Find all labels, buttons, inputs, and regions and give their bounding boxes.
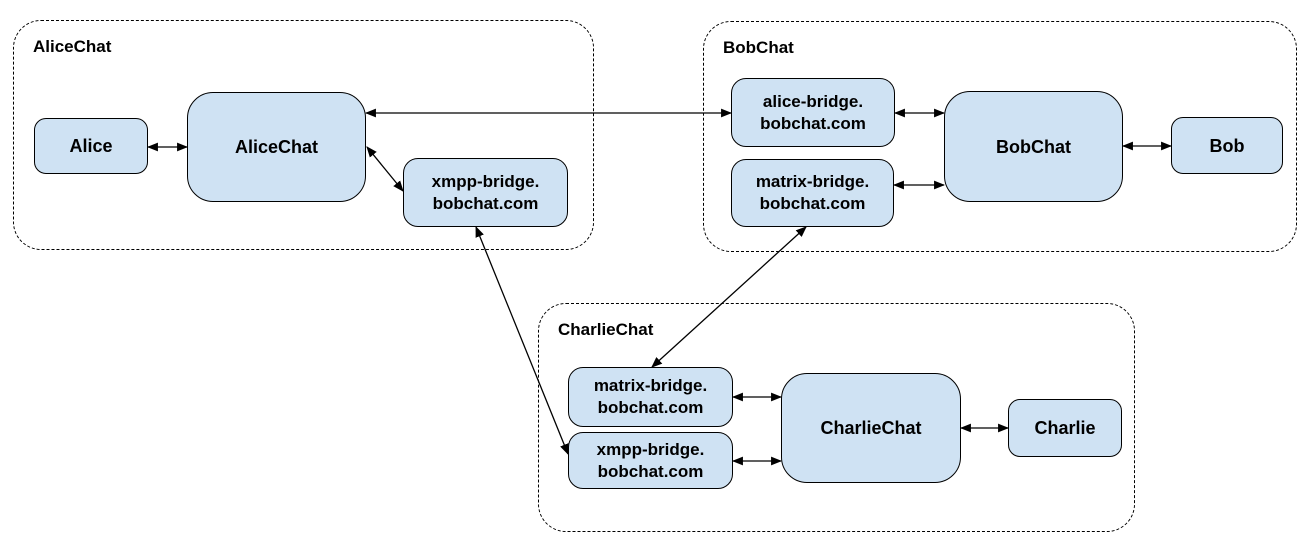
node-label-charlie-user: Charlie	[1034, 418, 1096, 438]
node-alicechat-server: AliceChat	[187, 92, 366, 202]
network-container-alicechat-network: AliceChat	[13, 20, 594, 250]
node-charlie-matrix-bridge: matrix-bridge. bobchat.com	[568, 367, 733, 427]
node-bob-matrix-bridge: matrix-bridge. bobchat.com	[731, 159, 894, 227]
node-charlie-xmpp-bridge: xmpp-bridge. bobchat.com	[568, 432, 733, 489]
node-label-charlie-xmpp-bridge: xmpp-bridge. bobchat.com	[596, 439, 705, 481]
node-label-charliechat-server: CharlieChat	[820, 418, 922, 438]
node-label-alicechat-server: AliceChat	[234, 137, 319, 157]
node-alice-xmpp-bridge: xmpp-bridge. bobchat.com	[403, 158, 568, 227]
node-charliechat-server: CharlieChat	[781, 373, 961, 483]
network-label-charliechat-network: CharlieChat	[558, 320, 654, 339]
network-container-bobchat-network: BobChat	[703, 21, 1297, 252]
node-bob-alice-bridge: alice-bridge. bobchat.com	[731, 78, 895, 147]
node-label-alice-user: Alice	[69, 136, 113, 156]
node-label-alice-xmpp-bridge: xmpp-bridge. bobchat.com	[431, 171, 540, 213]
node-bobchat-server: BobChat	[944, 91, 1123, 202]
network-label-bobchat-network: BobChat	[723, 38, 794, 57]
network-container-charliechat-network: CharlieChat	[538, 303, 1135, 532]
node-label-bobchat-server: BobChat	[996, 136, 1071, 157]
node-charlie-user: Charlie	[1008, 399, 1122, 457]
node-label-bob-user: Bob	[1209, 135, 1245, 156]
node-label-bob-alice-bridge: alice-bridge. bobchat.com	[760, 91, 866, 133]
node-label-bob-matrix-bridge: matrix-bridge. bobchat.com	[755, 172, 870, 213]
network-label-alicechat-network: AliceChat	[33, 37, 112, 56]
node-bob-user: Bob	[1171, 117, 1283, 174]
node-alice-user: Alice	[34, 118, 148, 174]
node-label-charlie-matrix-bridge: matrix-bridge. bobchat.com	[593, 376, 708, 417]
